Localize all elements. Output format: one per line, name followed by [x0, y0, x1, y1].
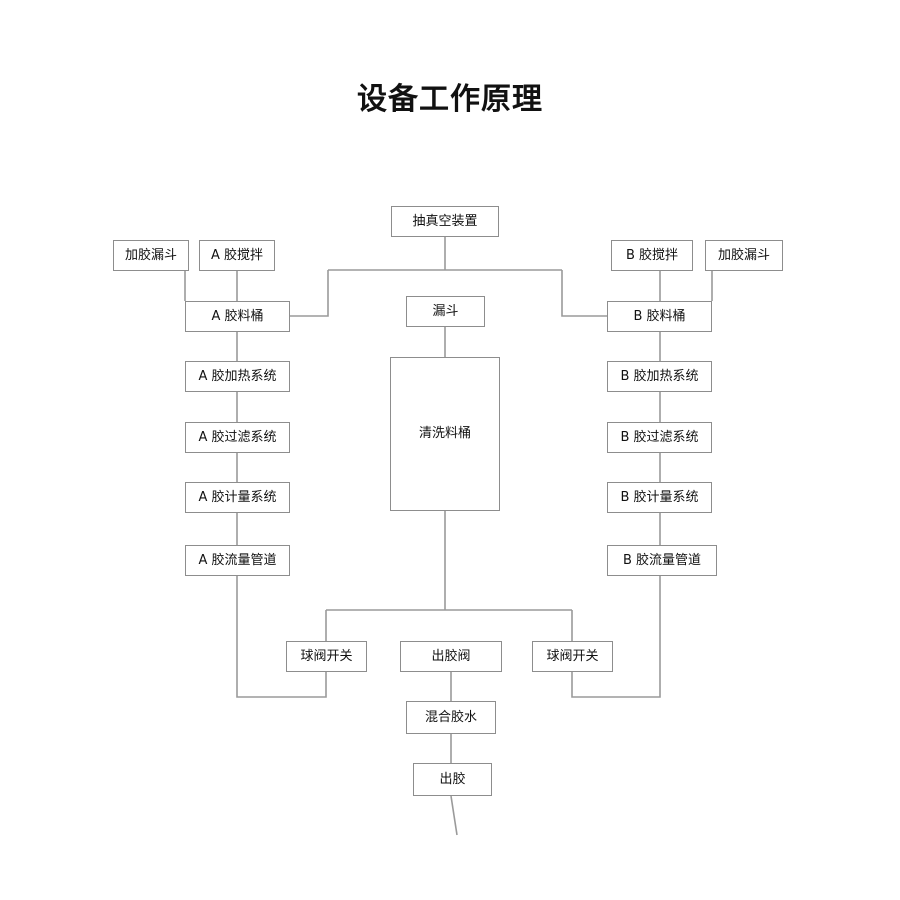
- node-label: A 胶计量系统: [198, 489, 277, 505]
- node-ball-valve-l[interactable]: 球阀开关: [286, 641, 367, 672]
- connector-b-flow-to-ball-valve-r: [571, 576, 661, 698]
- node-label: 出胶阀: [431, 648, 471, 664]
- node-a-heat[interactable]: A 胶加热系统: [185, 361, 290, 392]
- node-label: A 胶流量管道: [198, 552, 277, 568]
- node-b-meter[interactable]: B 胶计量系统: [607, 482, 712, 513]
- node-b-tank[interactable]: B 胶料桶: [607, 301, 712, 332]
- connector-bus-top-to-a-tank-right: [290, 270, 329, 317]
- node-label: A 胶加热系统: [198, 368, 277, 384]
- node-label: 抽真空装置: [412, 213, 478, 229]
- node-label: A 胶料桶: [211, 308, 264, 324]
- node-label: A 胶搅拌: [210, 247, 264, 263]
- node-mixed-glue[interactable]: 混合胶水: [406, 701, 496, 734]
- node-label: 球阀开关: [546, 648, 599, 664]
- node-ball-valve-r[interactable]: 球阀开关: [532, 641, 613, 672]
- node-a-filter[interactable]: A 胶过滤系统: [185, 422, 290, 453]
- node-label: A 胶过滤系统: [198, 429, 277, 445]
- node-label: B 胶搅拌: [625, 247, 679, 263]
- node-b-hopper[interactable]: 加胶漏斗: [705, 240, 783, 271]
- connector-glue-out-to-outlet: [450, 795, 458, 836]
- node-b-mixer[interactable]: B 胶搅拌: [611, 240, 693, 271]
- node-label: 加胶漏斗: [717, 247, 770, 263]
- node-label: B 胶计量系统: [620, 489, 699, 505]
- node-label: B 胶流量管道: [622, 552, 702, 568]
- page-title: 设备工作原理: [357, 82, 543, 117]
- node-b-flow[interactable]: B 胶流量管道: [607, 545, 717, 576]
- node-a-tank[interactable]: A 胶料桶: [185, 301, 290, 332]
- node-vacuum[interactable]: 抽真空装置: [391, 206, 499, 237]
- node-b-filter[interactable]: B 胶过滤系统: [607, 422, 712, 453]
- node-funnel[interactable]: 漏斗: [406, 296, 485, 327]
- node-glue-valve[interactable]: 出胶阀: [400, 641, 502, 672]
- node-label: B 胶料桶: [633, 308, 686, 324]
- node-clean-tank[interactable]: 清洗料桶: [390, 357, 500, 511]
- connector-a-flow-to-ball-valve-l: [236, 576, 327, 698]
- node-label: 清洗料桶: [418, 426, 471, 442]
- node-b-heat[interactable]: B 胶加热系统: [607, 361, 712, 392]
- node-label: B 胶过滤系统: [620, 429, 699, 445]
- node-a-flow[interactable]: A 胶流量管道: [185, 545, 290, 576]
- node-a-meter[interactable]: A 胶计量系统: [185, 482, 290, 513]
- node-label: 出胶: [439, 771, 466, 787]
- node-label: 加胶漏斗: [124, 247, 177, 263]
- connector-bus-top-to-b-tank-left: [561, 270, 607, 317]
- node-glue-out[interactable]: 出胶: [413, 763, 492, 796]
- node-a-mixer[interactable]: A 胶搅拌: [199, 240, 275, 271]
- node-label: B 胶加热系统: [620, 368, 699, 384]
- node-a-hopper[interactable]: 加胶漏斗: [113, 240, 189, 271]
- node-label: 混合胶水: [424, 709, 477, 725]
- node-label: 漏斗: [432, 303, 459, 319]
- node-label: 球阀开关: [300, 648, 353, 664]
